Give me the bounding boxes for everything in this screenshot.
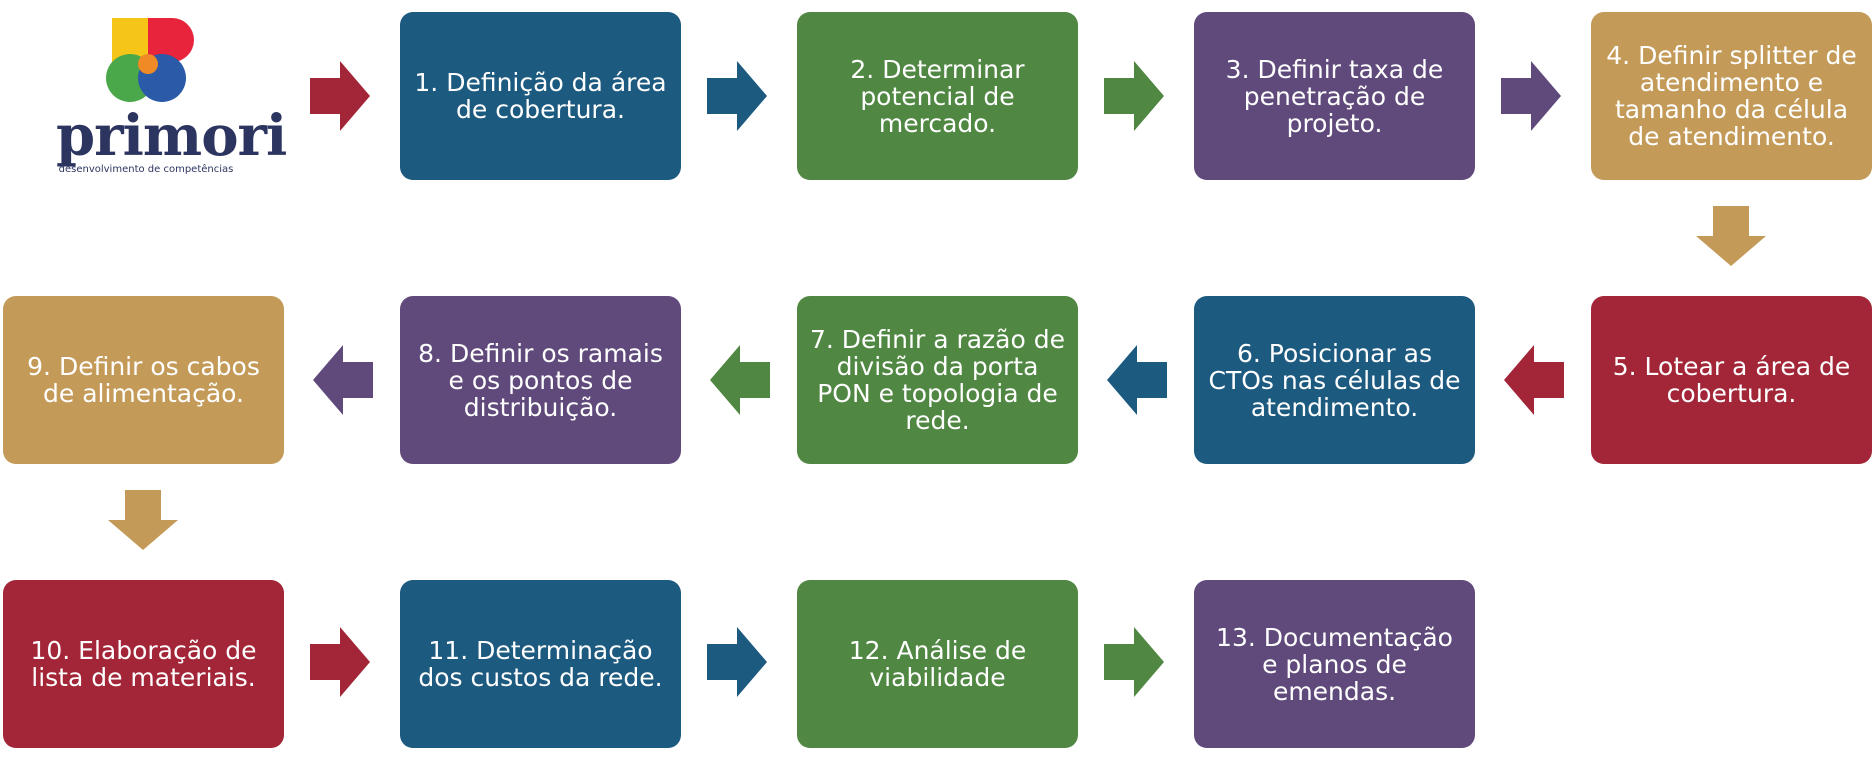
step-5-box: 5. Lotear a área de cobertura. <box>1591 296 1872 464</box>
step-7-box: 7. Definir a razão de divisão da porta P… <box>797 296 1078 464</box>
step-3-label: 3. Definir taxa de penetração de projeto… <box>1225 54 1444 138</box>
step-1-box: 1. Definição da área de cobertura. <box>400 12 681 180</box>
arrow-left-icon <box>1504 345 1564 415</box>
step-4-box: 4. Definir splitter de atendimento e tam… <box>1591 12 1872 180</box>
arrow-right-icon <box>1104 627 1164 697</box>
step-12-box: 12. Análise de viabilidade <box>797 580 1078 748</box>
step-10-box: 10. Elaboração de lista de materiais. <box>3 580 284 748</box>
step-12-label: 12. Análise de viabilidade <box>848 636 1027 692</box>
step-5-label: 5. Lotear a área de cobertura. <box>1612 352 1851 408</box>
step-13-label: 13. Documentação e planos de emendas. <box>1216 622 1453 706</box>
step-8-box: 8. Definir os ramais e os pontos de dist… <box>400 296 681 464</box>
arrow-right-icon <box>707 627 767 697</box>
step-9-label: 9. Definir os cabos de alimentação. <box>27 352 260 408</box>
logo-tagline: desenvolvimento de competências <box>58 164 234 175</box>
step-9-box: 9. Definir os cabos de alimentação. <box>3 296 284 464</box>
arrow-right-icon <box>1104 61 1164 131</box>
logo-brand-name: primori <box>56 103 287 169</box>
step-2-box: 2. Determinar potencial de mercado. <box>797 12 1078 180</box>
step-6-label: 6. Posicionar as CTOs nas células de ate… <box>1208 338 1461 422</box>
arrow-right-icon <box>1501 61 1561 131</box>
step-13-box: 13. Documentação e planos de emendas. <box>1194 580 1475 748</box>
step-11-box: 11. Determinação dos custos da rede. <box>400 580 681 748</box>
step-7-label: 7. Definir a razão de divisão da porta P… <box>810 325 1065 435</box>
arrow-right-icon <box>310 61 370 131</box>
step-8-label: 8. Definir os ramais e os pontos de dist… <box>418 338 663 422</box>
step-10-label: 10. Elaboração de lista de materiais. <box>30 636 257 692</box>
step-1-label: 1. Definição da área de cobertura. <box>414 68 667 124</box>
step-11-label: 11. Determinação dos custos da rede. <box>418 636 663 692</box>
primori-logo-mark <box>106 18 194 102</box>
arrow-down-icon <box>1696 206 1766 266</box>
step-6-box: 6. Posicionar as CTOs nas células de ate… <box>1194 296 1475 464</box>
arrow-left-icon <box>710 345 770 415</box>
arrow-left-icon <box>313 345 373 415</box>
step-4-label: 4. Definir splitter de atendimento e tam… <box>1606 41 1857 151</box>
arrow-right-icon <box>310 627 370 697</box>
arrow-down-icon <box>108 490 178 550</box>
arrow-right-icon <box>707 61 767 131</box>
primori-logo: primori desenvolvimento de competências <box>56 18 287 188</box>
arrow-left-icon <box>1107 345 1167 415</box>
step-2-label: 2. Determinar potencial de mercado. <box>850 54 1025 138</box>
step-3-box: 3. Definir taxa de penetração de projeto… <box>1194 12 1475 180</box>
